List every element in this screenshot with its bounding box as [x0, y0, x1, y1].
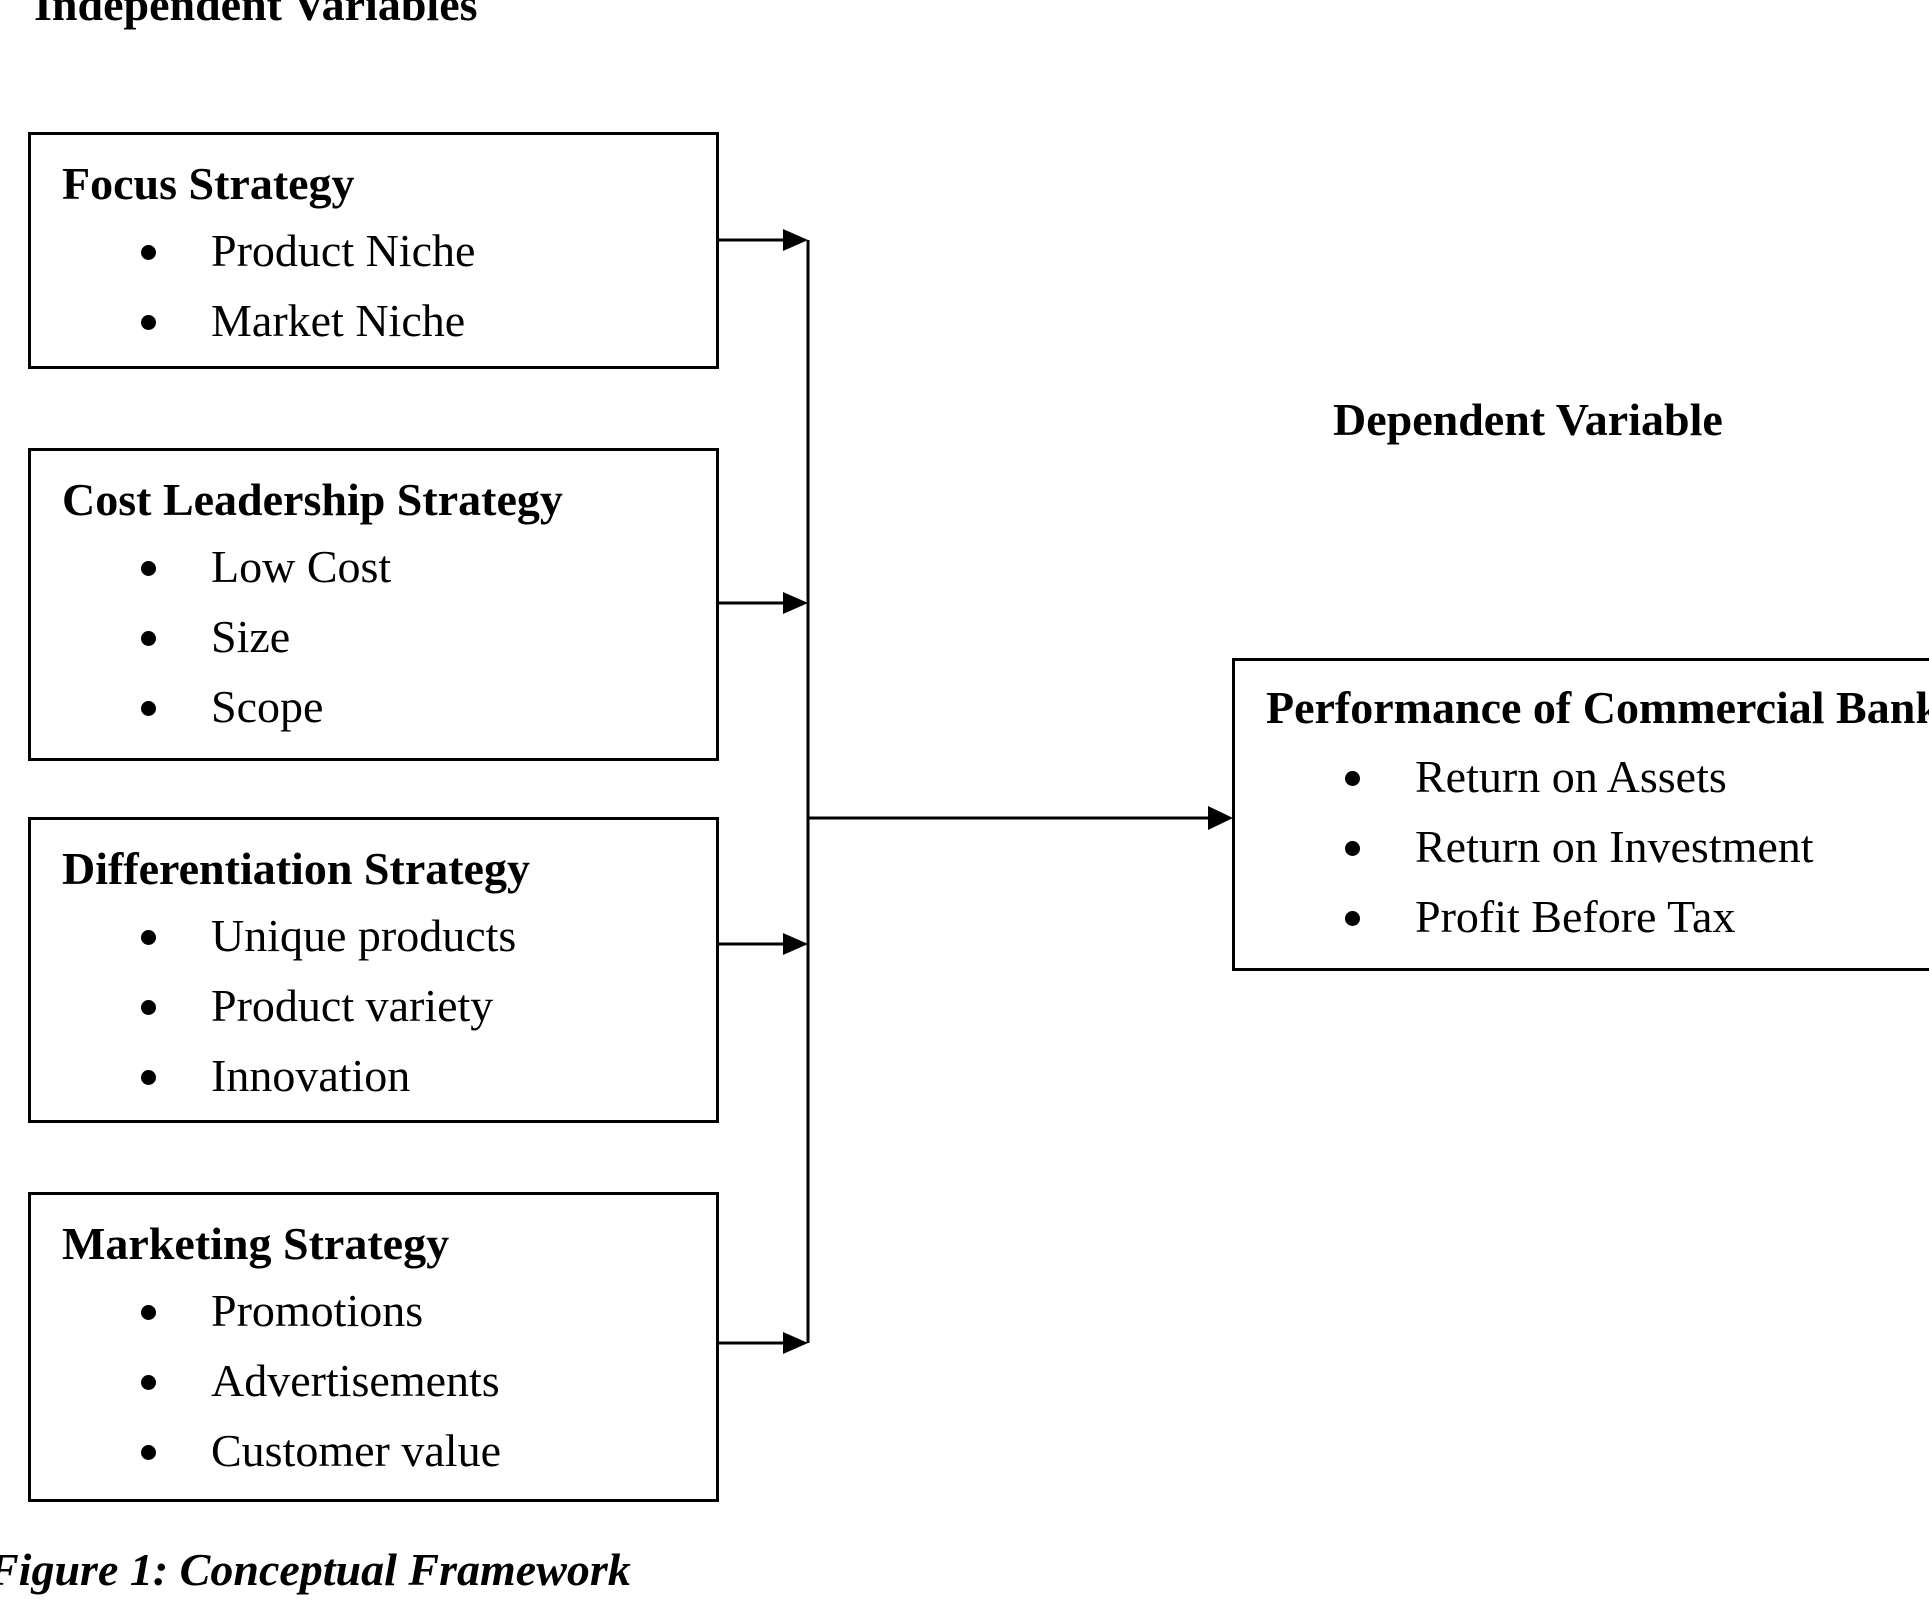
bullet-icon: [1345, 841, 1360, 856]
list-item: Advertisements: [31, 1346, 716, 1416]
marketing-strategy-box: Marketing Strategy Promotions Advertisem…: [28, 1192, 719, 1502]
dependent-variable-heading: Dependent Variable: [1333, 394, 1723, 445]
list-item: Scope: [31, 672, 716, 742]
bullet-icon: [141, 701, 156, 716]
bullet-icon: [141, 631, 156, 646]
marketing-arrowhead-icon: [783, 1332, 808, 1354]
differentiation-arrowhead-icon: [783, 933, 808, 955]
bullet-icon: [141, 1070, 156, 1085]
bullet-icon: [141, 1305, 156, 1320]
marketing-strategy-title: Marketing Strategy: [62, 1218, 450, 1269]
list-item: Market Niche: [31, 286, 716, 356]
list-item: Innovation: [31, 1041, 716, 1111]
performance-list: Return on Assets Return on Investment Pr…: [1235, 742, 1929, 952]
bullet-icon: [141, 315, 156, 330]
bullet-icon: [141, 1445, 156, 1460]
list-item: Promotions: [31, 1276, 716, 1346]
cost-leadership-arrowhead-icon: [783, 592, 808, 614]
differentiation-strategy-list: Unique products Product variety Innovati…: [31, 901, 716, 1111]
bullet-icon: [141, 930, 156, 945]
performance-title: Performance of Commercial Banks: [1266, 682, 1929, 733]
cost-leadership-strategy-title: Cost Leadership Strategy: [62, 474, 563, 525]
list-item: Return on Assets: [1235, 742, 1929, 812]
list-item: Product Niche: [31, 216, 716, 286]
bullet-icon: [141, 1375, 156, 1390]
focus-strategy-list: Product Niche Market Niche: [31, 216, 716, 356]
list-item: Size: [31, 602, 716, 672]
output-arrowhead-icon: [1208, 806, 1233, 830]
bullet-icon: [141, 245, 156, 260]
list-item: Customer value: [31, 1416, 716, 1486]
list-item: Unique products: [31, 901, 716, 971]
cost-leadership-strategy-box: Cost Leadership Strategy Low Cost Size S…: [28, 448, 719, 761]
bullet-icon: [141, 1000, 156, 1015]
bullet-icon: [141, 561, 156, 576]
marketing-strategy-list: Promotions Advertisements Customer value: [31, 1276, 716, 1486]
differentiation-strategy-title: Differentiation Strategy: [62, 843, 530, 894]
differentiation-strategy-box: Differentiation Strategy Unique products…: [28, 817, 719, 1123]
list-item: Product variety: [31, 971, 716, 1041]
figure-caption: Figure 1: Conceptual Framework: [0, 1544, 631, 1595]
list-item: Return on Investment: [1235, 812, 1929, 882]
focus-strategy-box: Focus Strategy Product Niche Market Nich…: [28, 132, 719, 369]
focus-strategy-title: Focus Strategy: [62, 158, 355, 209]
bullet-icon: [1345, 911, 1360, 926]
independent-variables-heading: Independent Variables: [34, 0, 478, 30]
list-item: Profit Before Tax: [1235, 882, 1929, 952]
cost-leadership-strategy-list: Low Cost Size Scope: [31, 532, 716, 742]
performance-box: Performance of Commercial Banks Return o…: [1232, 658, 1929, 971]
bullet-icon: [1345, 771, 1360, 786]
focus-arrowhead-icon: [783, 229, 808, 251]
list-item: Low Cost: [31, 532, 716, 602]
